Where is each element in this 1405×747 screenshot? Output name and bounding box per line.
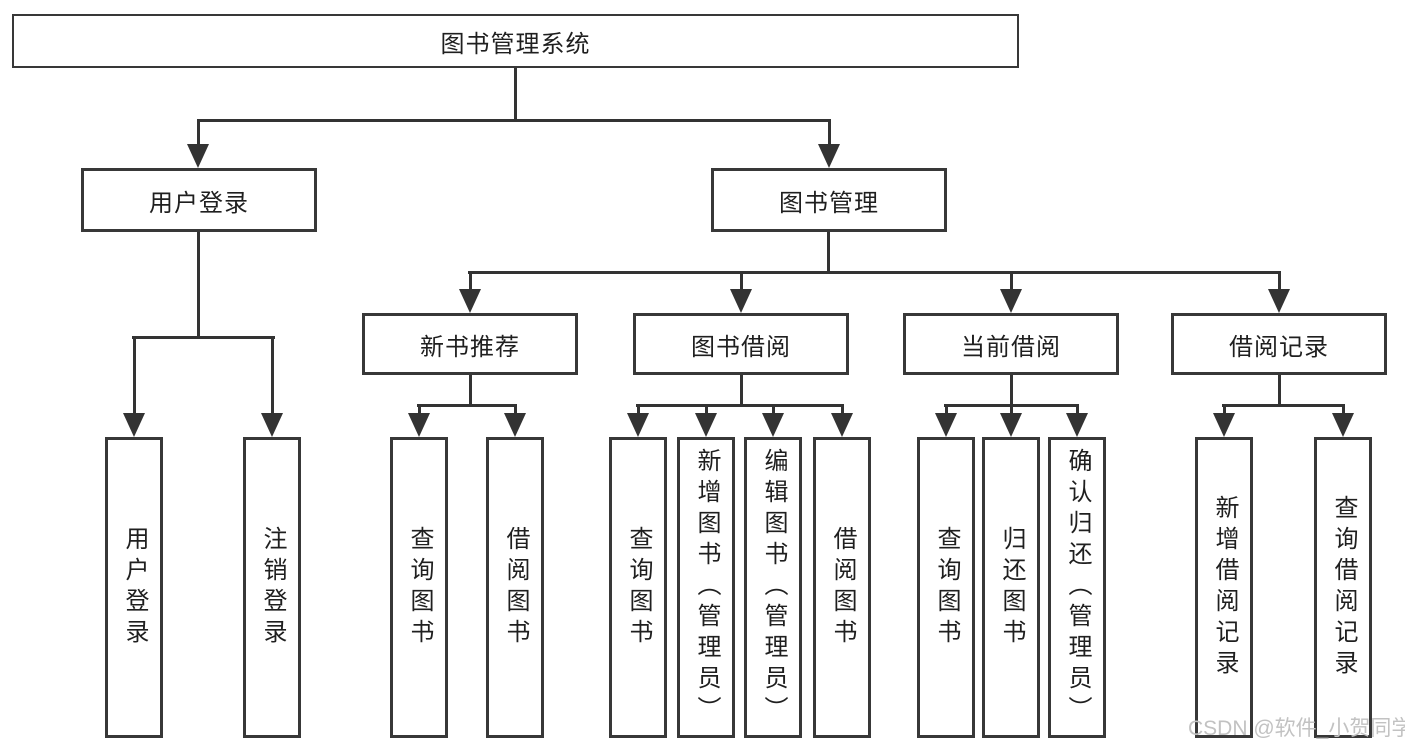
arrow-down-icon <box>935 413 957 437</box>
leaf-borrow-add-admin-label: 新增图书（管理员） <box>693 448 720 727</box>
connector-line <box>133 336 136 416</box>
leaf-borrow-edit-admin: 编辑图书（管理员） <box>744 437 802 738</box>
node-borrow-records-label: 借阅记录 <box>1229 333 1329 361</box>
arrow-down-icon <box>408 413 430 437</box>
connector-line <box>469 271 472 292</box>
node-current-borrow: 当前借阅 <box>903 313 1119 375</box>
connector-line <box>1222 404 1345 407</box>
leaf-current-confirm-return-admin-label: 确认归还（管理员） <box>1064 448 1091 727</box>
node-borrow-records: 借阅记录 <box>1171 313 1387 375</box>
connector-line <box>271 336 274 416</box>
leaf-newbook-borrow-label: 借阅图书 <box>502 525 529 650</box>
node-new-book-recommend: 新书推荐 <box>362 313 578 375</box>
leaf-borrow-add-admin: 新增图书（管理员） <box>677 437 735 738</box>
connector-line <box>1010 375 1013 404</box>
connector-line <box>1076 404 1079 416</box>
arrow-down-icon <box>1332 413 1354 437</box>
leaf-borrow-query: 查询图书 <box>609 437 667 738</box>
leaf-records-add-label: 新增借阅记录 <box>1211 494 1238 681</box>
connector-line <box>197 119 831 122</box>
connector-line <box>740 271 743 292</box>
connector-line <box>637 404 640 416</box>
connector-line <box>1278 271 1281 292</box>
leaf-logout-label: 注销登录 <box>259 525 286 650</box>
connector-line <box>197 232 200 336</box>
connector-line <box>514 68 517 119</box>
leaf-newbook-borrow: 借阅图书 <box>486 437 544 738</box>
leaf-newbook-query: 查询图书 <box>390 437 448 738</box>
arrow-down-icon <box>187 144 209 168</box>
connector-line <box>1010 271 1013 292</box>
node-user-login: 用户登录 <box>81 168 317 232</box>
leaf-records-query-label: 查询借阅记录 <box>1330 494 1357 681</box>
leaf-current-return: 归还图书 <box>982 437 1040 738</box>
csdn-watermark: CSDN @软件_小贺同学 <box>1188 717 1405 740</box>
connector-line <box>841 404 844 416</box>
connector-line <box>514 404 517 416</box>
leaf-current-confirm-return-admin: 确认归还（管理员） <box>1048 437 1106 738</box>
arrow-down-icon <box>695 413 717 437</box>
connector-line <box>772 404 775 416</box>
connector-line <box>132 336 275 339</box>
connector-line <box>1342 404 1345 416</box>
connector-line <box>827 232 830 271</box>
node-user-login-label: 用户登录 <box>149 189 249 217</box>
leaf-records-query: 查询借阅记录 <box>1314 437 1372 738</box>
node-book-borrow: 图书借阅 <box>633 313 849 375</box>
leaf-borrow-borrow: 借阅图书 <box>813 437 871 738</box>
arrow-down-icon <box>261 413 283 437</box>
connector-line <box>1010 404 1013 416</box>
arrow-down-icon <box>627 413 649 437</box>
node-new-book-recommend-label: 新书推荐 <box>420 333 520 361</box>
arrow-down-icon <box>1213 413 1235 437</box>
node-book-borrow-label: 图书借阅 <box>691 333 791 361</box>
node-root-system: 图书管理系统 <box>12 14 1019 68</box>
arrow-down-icon <box>1000 413 1022 437</box>
arrow-down-icon <box>762 413 784 437</box>
arrow-down-icon <box>831 413 853 437</box>
connector-line <box>828 119 831 147</box>
arrow-down-icon <box>730 289 752 313</box>
arrow-down-icon <box>1268 289 1290 313</box>
arrow-down-icon <box>818 144 840 168</box>
node-current-borrow-label: 当前借阅 <box>961 333 1061 361</box>
connector-line <box>740 375 743 404</box>
leaf-user-login-label: 用户登录 <box>121 525 148 650</box>
node-book-management: 图书管理 <box>711 168 947 232</box>
connector-line <box>469 375 472 404</box>
leaf-records-add: 新增借阅记录 <box>1195 437 1253 738</box>
leaf-borrow-borrow-label: 借阅图书 <box>829 525 856 650</box>
leaf-current-query: 查询图书 <box>917 437 975 738</box>
arrow-down-icon <box>123 413 145 437</box>
connector-line <box>1278 375 1281 404</box>
node-book-management-label: 图书管理 <box>779 189 879 217</box>
arrow-down-icon <box>1066 413 1088 437</box>
connector-line <box>636 404 844 407</box>
arrow-down-icon <box>459 289 481 313</box>
leaf-borrow-edit-admin-label: 编辑图书（管理员） <box>760 448 787 727</box>
node-root-label: 图书管理系统 <box>440 30 591 58</box>
connector-line <box>945 404 948 416</box>
leaf-newbook-query-label: 查询图书 <box>406 525 433 650</box>
leaf-logout: 注销登录 <box>243 437 301 738</box>
connector-line <box>468 271 1281 274</box>
leaf-user-login: 用户登录 <box>105 437 163 738</box>
connector-line <box>197 119 200 147</box>
connector-line <box>418 404 421 416</box>
connector-line <box>705 404 708 416</box>
leaf-borrow-query-label: 查询图书 <box>625 525 652 650</box>
connector-line <box>1223 404 1226 416</box>
arrow-down-icon <box>504 413 526 437</box>
leaf-current-return-label: 归还图书 <box>998 525 1025 650</box>
leaf-current-query-label: 查询图书 <box>933 525 960 650</box>
arrow-down-icon <box>1000 289 1022 313</box>
connector-line <box>417 404 517 407</box>
